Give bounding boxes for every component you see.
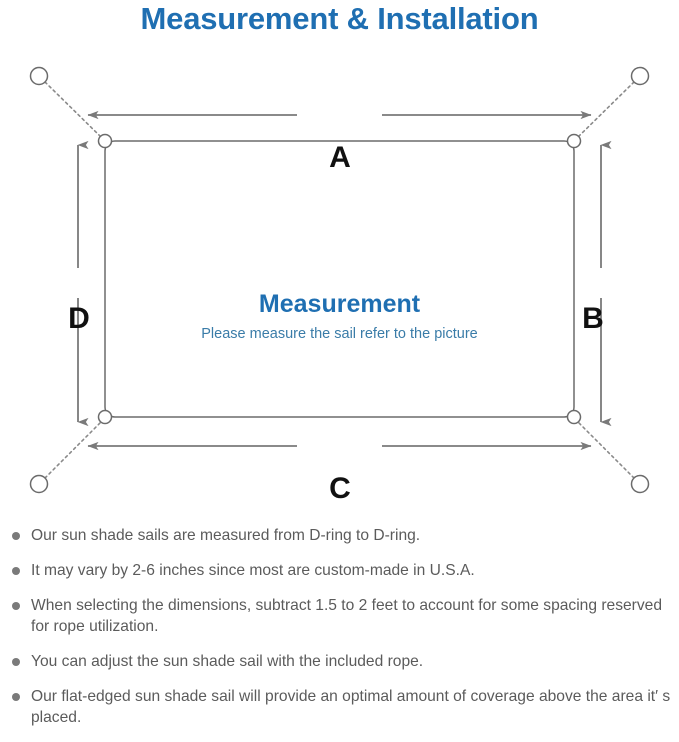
bullet-icon xyxy=(12,658,20,666)
anchor-top-right-icon xyxy=(630,66,650,86)
notes-list: Our sun shade sails are measured from D-… xyxy=(0,525,679,742)
dimension-label-b: B xyxy=(582,302,604,335)
anchor-bottom-right-icon xyxy=(630,474,650,494)
anchor-bottom-left-icon xyxy=(29,474,49,494)
d-ring-bottom-left-icon xyxy=(97,409,113,425)
sail-body xyxy=(104,140,575,418)
bullet-icon xyxy=(12,693,20,701)
rope-top-right xyxy=(577,81,635,138)
list-item: You can adjust the sun shade sail with t… xyxy=(0,651,679,672)
anchor-top-left-icon xyxy=(29,66,49,86)
page-title: Measurement & Installation xyxy=(140,1,539,36)
d-ring-bottom-right-icon xyxy=(566,409,582,425)
bullet-icon xyxy=(12,602,20,610)
anchor-points xyxy=(29,66,650,494)
dimension-label-c: C xyxy=(329,472,351,505)
note-text: Our flat-edged sun shade sail will provi… xyxy=(31,688,671,726)
bullet-icon xyxy=(12,567,20,575)
note-text: Our sun shade sails are measured from D-… xyxy=(31,527,421,544)
rope-bottom-right xyxy=(577,421,635,479)
d-rings xyxy=(97,133,582,425)
rope-lines xyxy=(44,81,635,479)
d-ring-top-left-icon xyxy=(97,133,113,149)
list-item: Our flat-edged sun shade sail will provi… xyxy=(0,686,679,728)
bullet-icon xyxy=(12,532,20,540)
note-text: It may vary by 2-6 inches since most are… xyxy=(31,562,475,579)
rope-bottom-left xyxy=(44,421,102,479)
list-item: When selecting the dimensions, subtract … xyxy=(0,595,679,637)
sail-measurement-diagram: Measurement Please measure the sail refe… xyxy=(0,46,679,512)
dimension-label-d: D xyxy=(68,302,90,335)
list-item: It may vary by 2-6 inches since most are… xyxy=(0,560,679,581)
rope-top-left xyxy=(44,81,102,138)
dimension-label-a: A xyxy=(329,141,351,174)
note-text: When selecting the dimensions, subtract … xyxy=(31,597,663,635)
diagram-svg xyxy=(29,66,650,494)
note-text: You can adjust the sun shade sail with t… xyxy=(31,653,424,670)
list-item: Our sun shade sails are measured from D-… xyxy=(0,525,679,546)
d-ring-top-right-icon xyxy=(566,133,582,149)
